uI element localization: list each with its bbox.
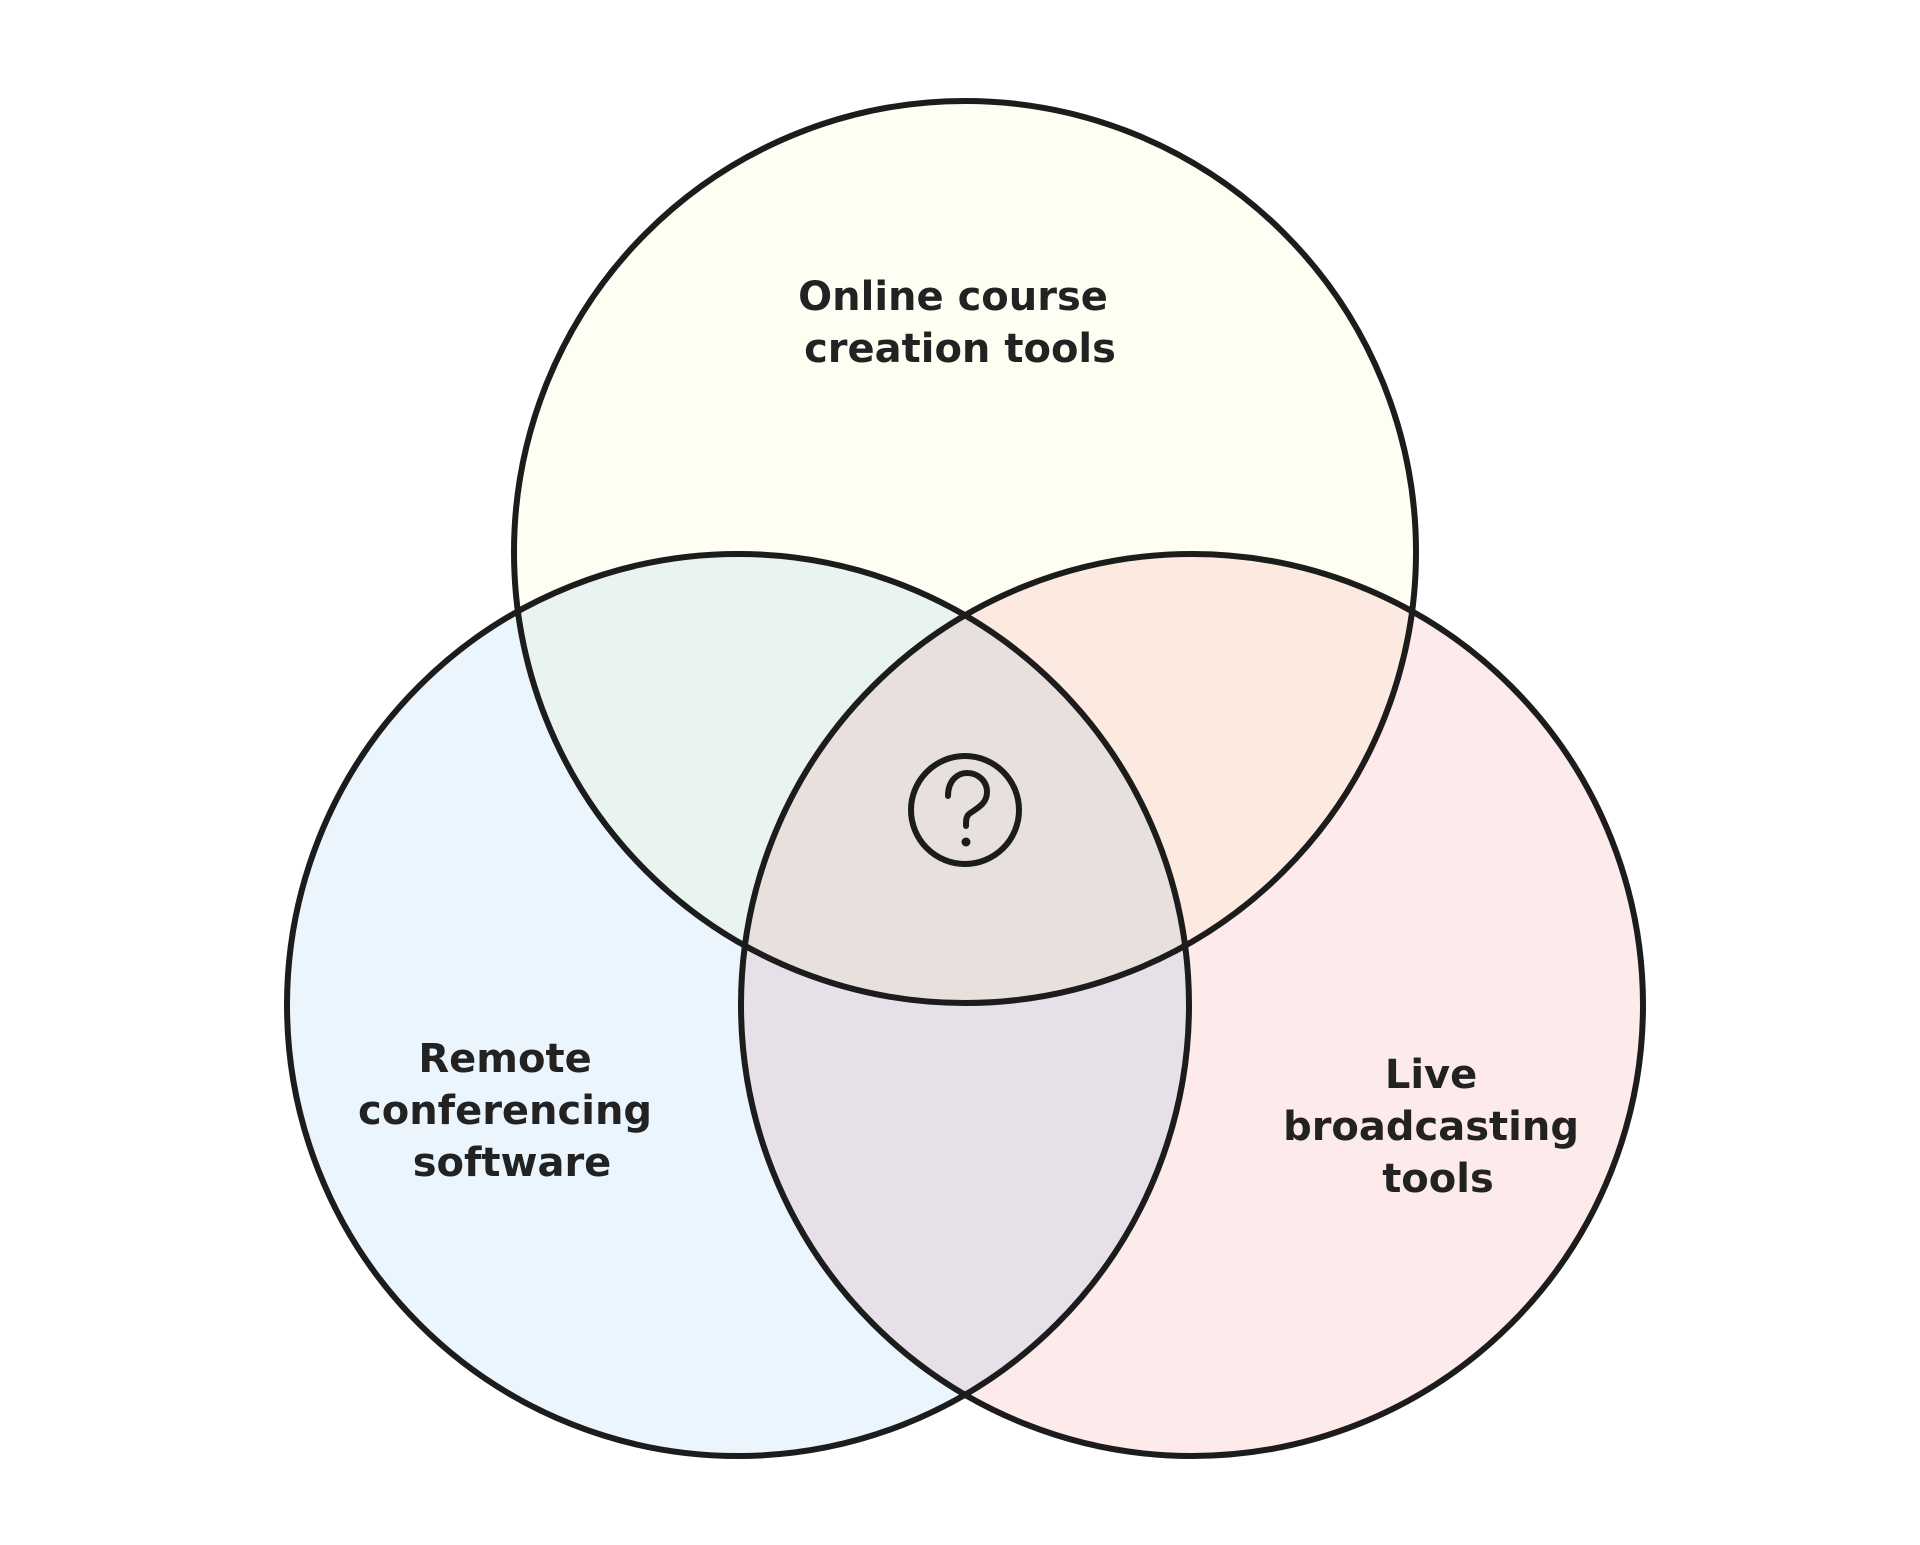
circle-outlines: [284, 98, 1646, 1459]
label-line: conferencing: [358, 1088, 652, 1134]
label-line: Live: [1385, 1052, 1477, 1098]
label-line: software: [413, 1140, 612, 1186]
question-mark-icon: [908, 753, 1022, 867]
label-remote-conferencing-software: Remote conferencing software: [358, 1036, 666, 1186]
label-line: tools: [1382, 1156, 1494, 1202]
outline-right: [738, 551, 1646, 1459]
label-online-course-creation-tools: Online course creation tools: [798, 274, 1122, 372]
label-live-broadcasting-tools: Live broadcasting tools: [1283, 1052, 1593, 1202]
label-line: Online course: [798, 274, 1108, 320]
label-line: creation tools: [804, 326, 1116, 372]
outline-left: [284, 551, 1192, 1459]
label-line: broadcasting: [1283, 1104, 1579, 1150]
label-line: Remote: [418, 1036, 591, 1082]
outline-top: [511, 98, 1419, 1006]
